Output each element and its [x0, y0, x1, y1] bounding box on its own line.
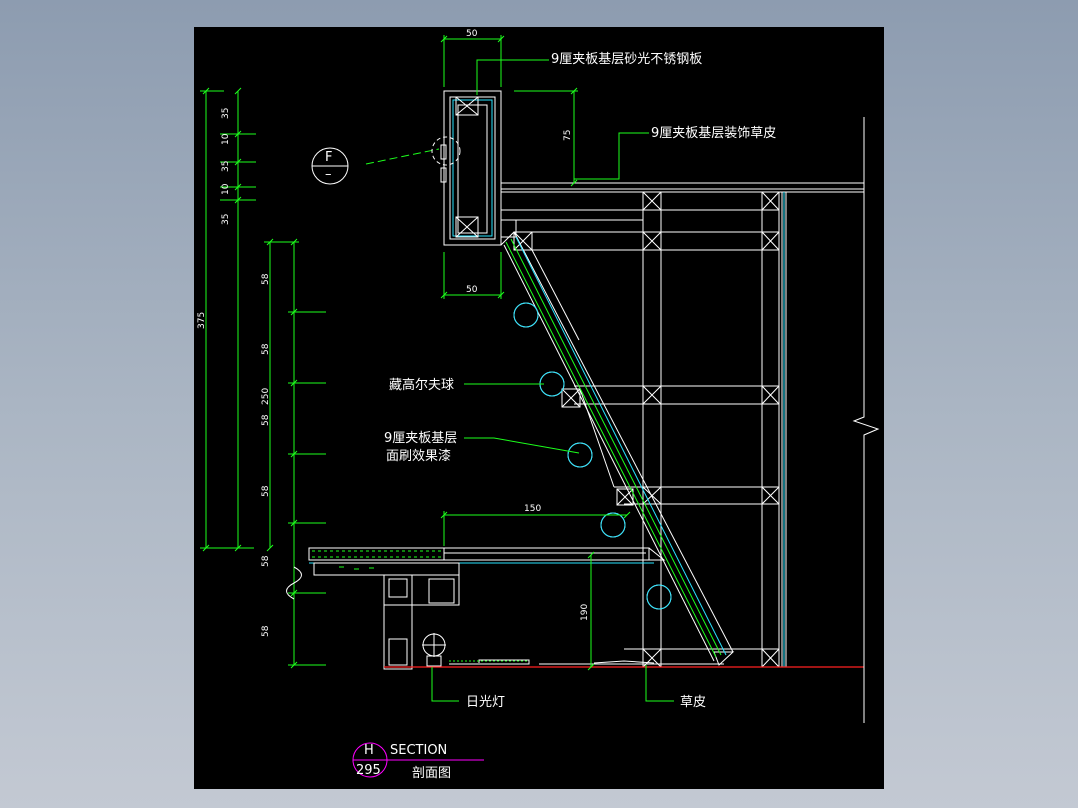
dim-lower-50: 50	[466, 285, 478, 295]
dim-left-b-1: 58	[261, 343, 271, 355]
dim-left-a-1: 10	[221, 133, 231, 145]
dim-left-a-2: 35	[221, 161, 231, 172]
label-fluorescent-lamp: 日光灯	[466, 695, 505, 710]
dim-left-b-5: 58	[261, 625, 271, 637]
callout-f: F –	[311, 136, 461, 185]
structural-frame	[501, 182, 864, 668]
label-effect-paint-2: 面刷效果漆	[386, 448, 451, 464]
section-subtitle: 剖面图	[412, 766, 451, 781]
dim-left-b-0: 58	[261, 273, 271, 285]
callout-f-sub: –	[325, 167, 332, 182]
dim-left-b-3: 58	[261, 485, 271, 497]
label-grass: 草皮	[680, 695, 706, 710]
dim-top-50: 50	[466, 29, 478, 39]
golf-balls	[513, 302, 672, 610]
section-letter: H	[364, 743, 374, 758]
dim-375: 375	[197, 312, 207, 329]
label-leather-panel: 9厘夹板基层装饰草皮	[651, 126, 776, 141]
slanted-panel	[503, 236, 727, 662]
dim-left-b-2: 58	[261, 414, 271, 426]
leaders	[365, 59, 674, 702]
dim-190: 190	[580, 604, 590, 621]
dimensions: 50 50 75 150 190 375 35 10 35 10	[197, 29, 631, 671]
label-steel-plate: 9厘夹板基层砂光不锈钢板	[551, 52, 702, 67]
section-title: SECTION	[390, 743, 447, 758]
dim-left-a-4: 35	[221, 214, 231, 225]
dim-left-a-3: 10	[221, 183, 231, 195]
lower-ledge	[308, 547, 864, 670]
dim-left-b-4: 58	[261, 555, 271, 567]
label-effect-paint-1: 9厘夹板基层	[384, 431, 457, 446]
dim-ledge-150: 150	[524, 504, 541, 514]
dim-rise-75: 75	[563, 130, 573, 141]
label-golf-ball: 藏高尔夫球	[389, 377, 454, 393]
section-mark: H 295 SECTION 剖面图	[352, 742, 484, 781]
dim-left-a-0: 35	[221, 108, 231, 119]
break-line	[852, 117, 880, 723]
cad-drawing-area: 50 50 75 150 190 375 35 10 35 10	[194, 27, 884, 789]
callout-f-letter: F	[325, 150, 332, 165]
dim-250: 250	[261, 388, 271, 405]
section-sheet: 295	[356, 763, 381, 778]
section-drawing: 50 50 75 150 190 375 35 10 35 10	[197, 29, 880, 781]
steel-cap	[440, 90, 517, 246]
